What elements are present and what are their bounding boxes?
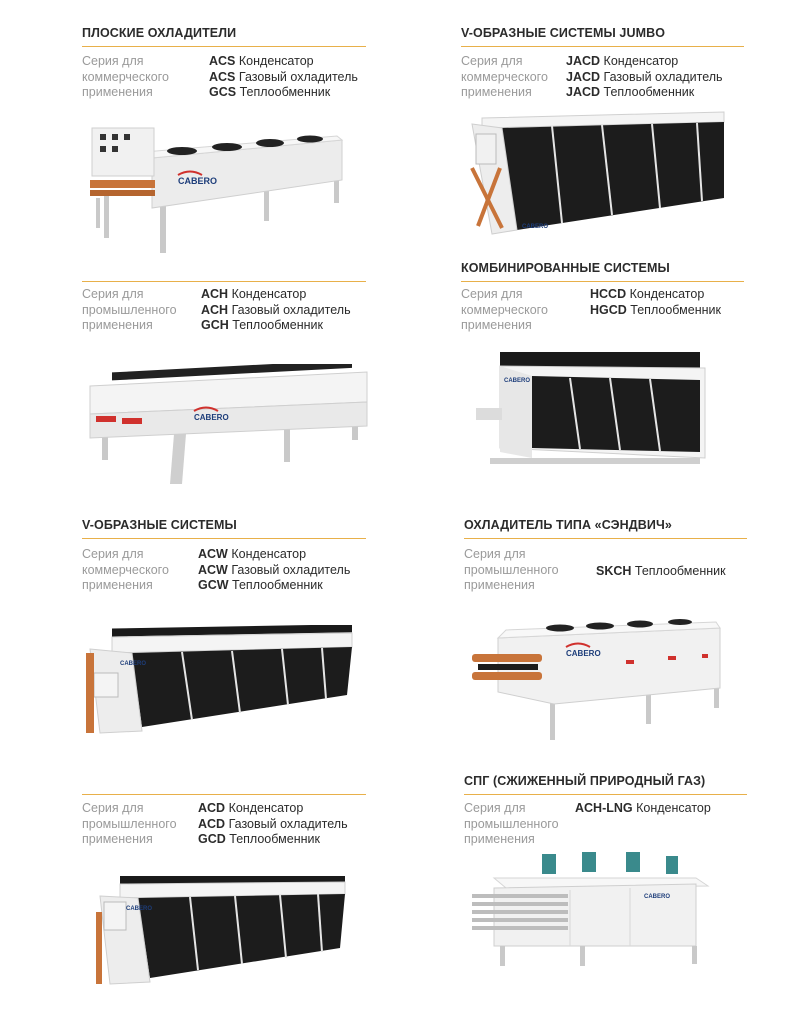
section-title-sandwich: ОХЛАДИТЕЛЬ ТИПА «СЭНДВИЧ»: [464, 518, 672, 532]
product-item: GCH Теплообменник: [201, 318, 323, 332]
series-label: Серия для промышленного применения: [464, 547, 559, 592]
section-rule: [82, 538, 366, 539]
brand-logo: CABERO: [178, 176, 217, 186]
product-list: ACH-LNG Конденсатор: [575, 801, 711, 817]
series-label: Серия для коммерческого применения: [461, 54, 548, 99]
brand-logo: CABERO: [120, 661, 146, 667]
series-label: Серия для коммерческого применения: [82, 54, 169, 99]
product-item: ACS Конденсатор: [209, 54, 314, 68]
section-rule: [82, 281, 366, 282]
product-item: JACD Теплообменник: [566, 85, 695, 99]
product-item: GCD Теплообменник: [198, 832, 320, 846]
section-rule: [464, 538, 747, 539]
series-label: Серия для промышленного применения: [82, 801, 177, 846]
section-title-flat-coolers: ПЛОСКИЕ ОХЛАДИТЕЛИ: [82, 26, 237, 40]
product-image-v-systems: CABERO: [82, 625, 357, 740]
section-rule: [461, 46, 744, 47]
product-image-v-jumbo: CABERO: [462, 108, 732, 238]
product-image-sandwich: CABERO: [470, 608, 730, 746]
product-item: ACW Конденсатор: [198, 547, 307, 561]
section-rule: [464, 794, 747, 795]
product-item: ACD Газовый охладитель: [198, 816, 348, 831]
brand-logo: CABERO: [504, 378, 530, 384]
section-title-combined: КОМБИНИРОВАННЫЕ СИСТЕМЫ: [461, 261, 670, 275]
product-image-combined: CABERO: [470, 348, 720, 478]
series-label: Серия для коммерческого применения: [82, 547, 169, 592]
product-list: ACW Конденсатор ACW Газовый охладитель G…: [198, 547, 350, 594]
series-label: Серия для коммерческого применения: [461, 287, 548, 332]
product-list: ACH Конденсатор ACH Газовый охладитель G…: [201, 287, 351, 334]
product-item: ACD Конденсатор: [198, 801, 304, 815]
brand-logo: CABERO: [194, 413, 229, 422]
product-item: GCS Теплообменник: [209, 85, 331, 99]
series-label: Серия для промышленного применения: [464, 801, 559, 846]
product-list: SKCH Теплообменник: [596, 564, 726, 580]
brand-logo: CABERO: [522, 224, 548, 230]
product-image-lng: CABERO: [470, 850, 720, 970]
product-item: HCCD Конденсатор: [590, 287, 705, 301]
product-image-ach: CABERO: [82, 364, 372, 490]
product-list: JACD Конденсатор JACD Газовый охладитель…: [566, 54, 723, 101]
brand-logo: CABERO: [566, 649, 601, 658]
section-rule: [82, 794, 366, 795]
section-rule: [461, 281, 744, 282]
section-title-v-jumbo: V-ОБРАЗНЫЕ СИСТЕМЫ JUMBO: [461, 26, 666, 40]
product-item: JACD Газовый охладитель: [566, 69, 723, 84]
product-item: SKCH Теплообменник: [596, 564, 726, 578]
product-list: HCCD Конденсатор HGCD Теплообменник: [590, 287, 721, 318]
product-item: HGCD Теплообменник: [590, 302, 721, 317]
product-list: ACD Конденсатор ACD Газовый охладитель G…: [198, 801, 348, 848]
section-title-v-systems: V-ОБРАЗНЫЕ СИСТЕМЫ: [82, 518, 237, 532]
brand-logo: CABERO: [644, 894, 670, 900]
product-item: GCW Теплообменник: [198, 578, 323, 592]
product-item: JACD Конденсатор: [566, 54, 679, 68]
section-title-lng: СПГ (СЖИЖЕННЫЙ ПРИРОДНЫЙ ГАЗ): [464, 774, 706, 788]
product-item: ACH-LNG Конденсатор: [575, 801, 711, 815]
product-item: ACS Газовый охладитель: [209, 69, 358, 84]
product-image-flat-cooler: CABERO: [82, 118, 352, 258]
product-item: ACH Газовый охладитель: [201, 302, 351, 317]
series-label: Серия для промышленного применения: [82, 287, 177, 332]
brand-logo: CABERO: [126, 906, 152, 912]
product-list: ACS Конденсатор ACS Газовый охладитель G…: [209, 54, 358, 101]
product-item: ACH Конденсатор: [201, 287, 307, 301]
product-image-acd: CABERO: [90, 872, 350, 990]
product-item: ACW Газовый охладитель: [198, 562, 351, 577]
section-rule: [82, 46, 366, 47]
